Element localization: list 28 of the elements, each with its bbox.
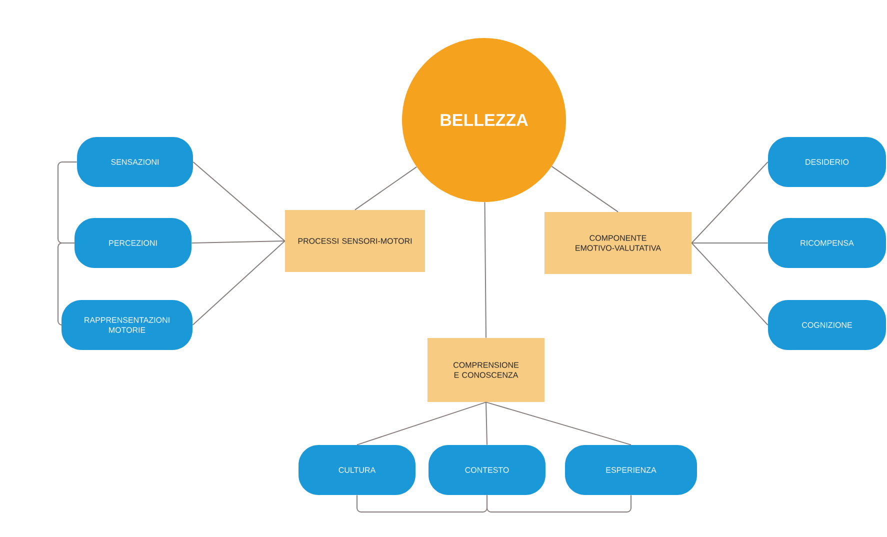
bracket-line [486,494,632,512]
connector-line [691,242,768,244]
bracket-line [58,162,78,244]
category-box: COMPONENTE EMOTIVO-VALUTATIVA [544,212,692,274]
connector-line [192,162,286,242]
connector-line [356,402,486,446]
item-pill: DESIDERIO [768,137,886,187]
bracket-line [356,494,488,512]
item-pill: RAPPRENSENTAZIONI MOTORIE [62,300,192,350]
item-pill: SENSAZIONI [77,137,193,187]
category-box: PROCESSI SENSORI-MOTORI [285,210,425,272]
category-box: COMPRENSIONE E CONOSCENZA [428,338,544,402]
connector-line [691,242,768,326]
connector-line [551,166,618,212]
connector-line [691,162,768,244]
item-pill: ESPERIENZA [565,445,697,495]
item-pill: COGNIZIONE [768,300,886,350]
connector-line [192,240,286,326]
item-pill: CULTURA [298,445,416,495]
connector-line [486,402,488,446]
bracket-line [58,242,75,326]
connector-line [486,402,632,446]
connector-line [354,166,418,210]
item-pill: RICOMPENSA [768,218,886,268]
item-pill: PERCEZIONI [74,218,192,268]
item-pill: CONTESTO [428,445,546,495]
connector-line [484,202,486,338]
connector-line [191,240,286,244]
